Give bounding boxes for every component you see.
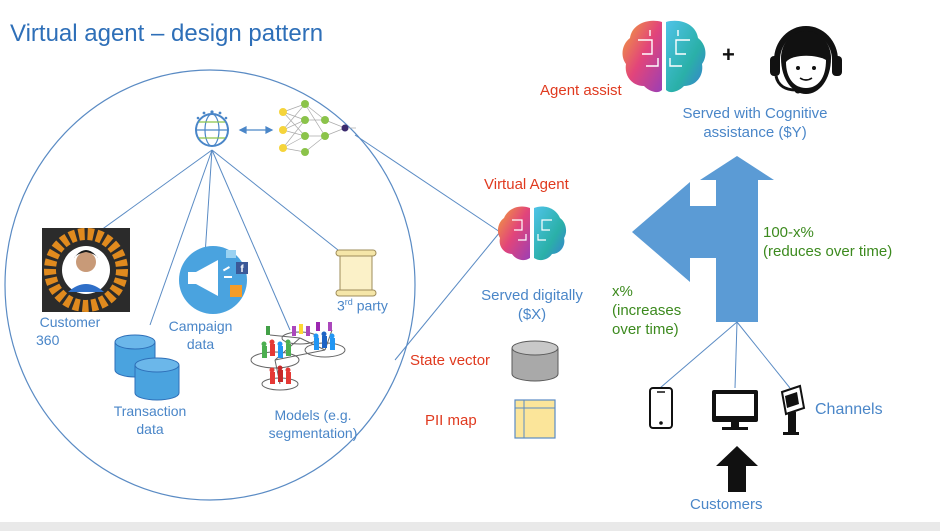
customers-label: Customers [690,496,763,513]
transaction-data-line1: Transaction [113,403,187,419]
page-title: Virtual agent – design pattern [10,20,324,47]
plus-sign: + [722,42,735,67]
customer-360-line2: 360 [36,332,60,348]
third-party-label: 3rd party [337,297,388,314]
neural-net-icon [279,100,356,156]
pii-map-label: PII map [425,412,477,429]
x-pct-line3: over time) [612,321,679,338]
scroll-icon [335,249,377,297]
kiosk-icon [780,384,806,435]
globe-node-icon [195,110,229,147]
bidirectional-arrow-icon [238,126,274,134]
link-line-bottom [394,231,501,361]
data-sources-circle [4,69,416,501]
link-line-top [354,134,501,233]
campaign-data-line2: data [186,336,215,352]
mobile-phone-icon [649,387,673,429]
pii-map-icon [514,399,556,439]
database-icon [114,334,180,401]
brain-icon [497,206,567,261]
svg-text:f: f [240,264,244,275]
virtual-agent-label: Virtual Agent [484,176,569,193]
served-digitally-line2: ($X) [517,306,547,323]
channels-label: Channels [815,401,883,418]
state-vector-icon [511,340,559,382]
network-people-icon [250,322,346,391]
transaction-data-line2: data [136,421,164,437]
100-x-pct-line2: (reduces over time) [763,243,893,260]
x-pct-label: x% [612,283,633,300]
agent-assist-label: Agent assist [540,82,622,99]
100-x-pct-label: 100-x% [763,224,814,241]
x-pct-line2: (increases [612,302,682,319]
split-arrow [632,156,774,322]
brain-assist-icon [622,20,706,93]
channel-lines [659,321,791,389]
models-line2: segmentation) [268,425,358,441]
desktop-monitor-icon [712,390,758,430]
customer-360-line1: Customer [39,314,101,330]
served-cognitive-line1: Served with Cognitive [682,105,828,122]
megaphone-icon: f [179,246,248,314]
campaign-data-line1: Campaign [168,318,233,334]
bottom-strip [0,522,940,531]
models-line1: Models (e.g. [274,407,352,423]
spokes [89,149,339,331]
headset-agent-icon [770,26,842,94]
customer-photo-icon [42,228,130,312]
served-digitally-line1: Served digitally [481,287,583,304]
state-vector-label: State vector [410,352,491,369]
up-arrow-icon [716,446,758,492]
served-cognitive-line2: assistance ($Y) [703,124,807,141]
